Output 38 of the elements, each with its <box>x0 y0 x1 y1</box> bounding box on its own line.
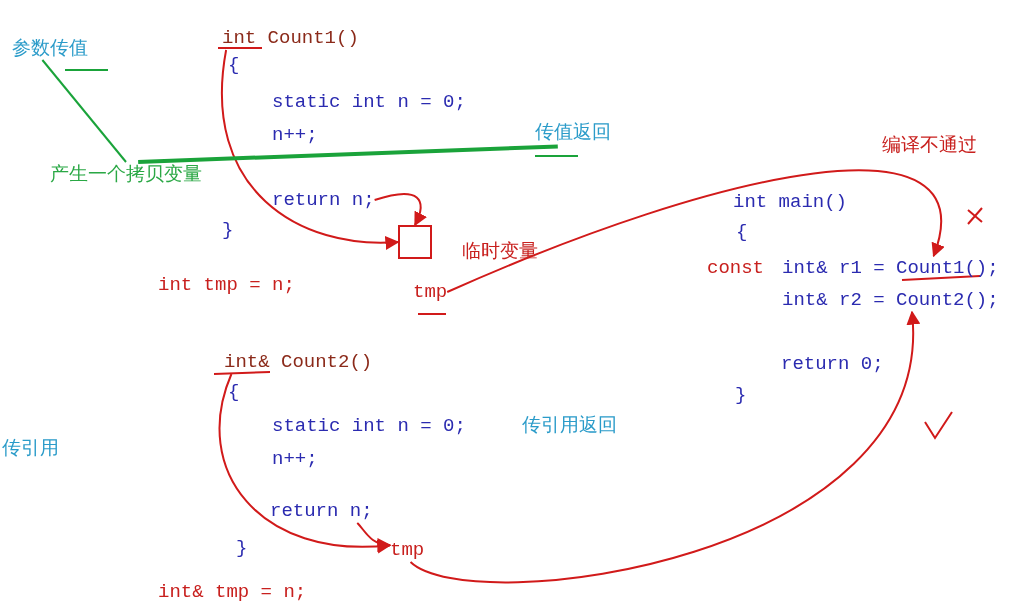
arrow <box>446 169 944 293</box>
annotation-text: 传引用 <box>2 436 59 460</box>
code-line: int& r2 = Count2(); <box>782 288 999 312</box>
code-line: int& r1 = Count1(); <box>782 256 999 280</box>
code-line: } <box>236 536 248 560</box>
function-signature: int& Count2() <box>224 350 373 374</box>
code-line: { <box>228 380 240 404</box>
annotation-text: 产生一个拷贝变量 <box>50 162 202 186</box>
arrow <box>356 522 392 552</box>
code-line: static int n = 0; <box>272 90 466 114</box>
annotation-text: 传值返回 <box>535 120 611 144</box>
annotation-text: 编译不通过 <box>882 133 977 157</box>
code-line: { <box>736 220 748 244</box>
function-signature: int Count1() <box>222 26 359 50</box>
code-line: static int n = 0; <box>272 414 466 438</box>
code-line: return n; <box>270 499 373 523</box>
code-line: int& tmp = n; <box>158 580 307 604</box>
annotation-text: 临时变量 <box>462 239 538 263</box>
code-line: } <box>222 218 234 242</box>
code-line: int tmp = n; <box>158 273 295 297</box>
code-line: n++; <box>272 447 318 471</box>
arrow <box>221 49 400 250</box>
arrow <box>373 193 427 227</box>
temporary-box <box>398 225 432 259</box>
code-line: { <box>228 53 240 77</box>
code-line: return n; <box>272 188 375 212</box>
annotation-text: 传引用返回 <box>522 413 617 437</box>
code-line: n++; <box>272 123 318 147</box>
code-line: } <box>735 383 747 407</box>
function-signature: int main() <box>733 190 848 214</box>
variable-name: tmp <box>390 538 425 562</box>
connector-line <box>138 144 558 164</box>
code-line: return 0; <box>781 352 884 376</box>
keyword: const <box>707 256 764 280</box>
variable-name: tmp <box>413 280 448 304</box>
connector-line <box>41 59 127 163</box>
arrow <box>409 310 919 584</box>
annotation-text: 参数传值 <box>12 36 88 60</box>
